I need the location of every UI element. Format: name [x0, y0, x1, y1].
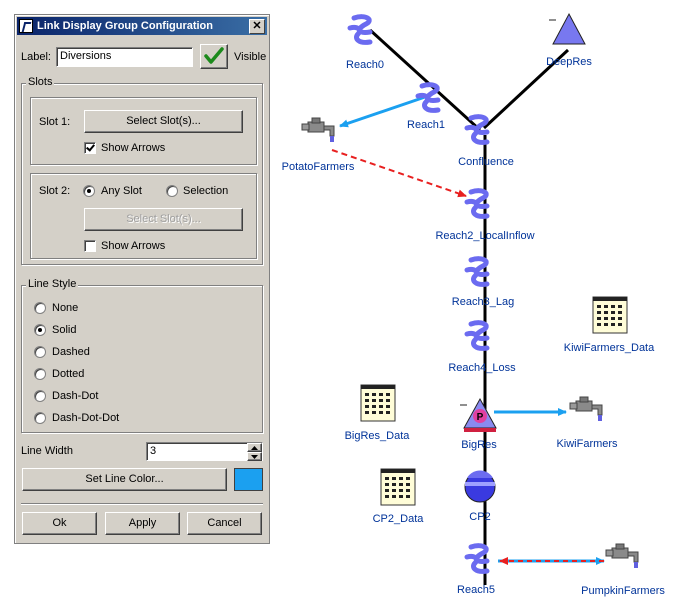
- button-separator: [21, 503, 263, 505]
- line-style-dotted-radio[interactable]: [34, 368, 46, 380]
- line-width-caption: Line Width: [21, 445, 73, 457]
- diversion-link-reach1-potatofarmers[interactable]: [339, 94, 429, 128]
- cp2-data-icon[interactable]: [380, 468, 416, 506]
- kiwifarmers-label: KiwiFarmers: [556, 438, 618, 450]
- spin-down-button[interactable]: [247, 452, 262, 461]
- line-style-none-label: None: [52, 302, 79, 314]
- kiwifarmers-faucet-icon[interactable]: [569, 396, 603, 422]
- app-icon: [19, 19, 33, 33]
- slot2-selection-radio[interactable]: [166, 185, 178, 197]
- slot2-show-arrows-checkbox[interactable]: [84, 240, 96, 252]
- network-links: [368, 28, 570, 585]
- dialog-titlebar[interactable]: Link Display Group Configuration ✕: [17, 17, 267, 35]
- bigres-data-label: BigRes_Data: [344, 430, 410, 442]
- slots-group: [21, 83, 263, 265]
- line-style-dash-dot-radio[interactable]: [34, 390, 46, 402]
- apply-button[interactable]: Apply: [105, 512, 180, 535]
- bigres-data-icon[interactable]: [360, 384, 396, 422]
- reach1-icon[interactable]: [418, 85, 438, 111]
- slot2-any-slot-label: Any Slot: [101, 185, 142, 197]
- visible-caption: Visible: [234, 51, 267, 63]
- bigres-reservoir-icon[interactable]: [460, 397, 497, 432]
- slots-group-title: Slots: [26, 76, 55, 88]
- cp2-control-point-icon[interactable]: [464, 470, 496, 503]
- line-style-group: [21, 285, 263, 433]
- bigres-badge: P: [477, 412, 484, 423]
- spin-up-button[interactable]: [247, 443, 262, 452]
- cancel-button[interactable]: Cancel: [187, 512, 262, 535]
- slot1-group: [30, 97, 257, 165]
- slot1-show-arrows-label: Show Arrows: [101, 142, 166, 154]
- slot2-caption: Slot 2:: [39, 185, 71, 197]
- reach1-label: Reach1: [407, 119, 445, 131]
- ok-button[interactable]: Ok: [22, 512, 97, 535]
- dialog-title: Link Display Group Configuration: [37, 20, 213, 32]
- bigres-label: BigRes: [461, 439, 497, 451]
- link-deepres-confluence: [482, 48, 570, 130]
- slot2-show-arrows-label: Show Arrows: [101, 240, 166, 252]
- slot1-select-button[interactable]: Select Slot(s)...: [84, 110, 243, 133]
- reach3-label: Reach3_Lag: [451, 296, 515, 308]
- line-style-dashed-radio[interactable]: [34, 346, 46, 358]
- arrow-down-icon: [251, 455, 258, 459]
- kiwifarmers-data-icon[interactable]: [592, 296, 628, 334]
- line-style-dash-dot-dot-radio[interactable]: [34, 412, 46, 424]
- pumpkinfarmers-label: PumpkinFarmers: [581, 585, 665, 597]
- cp2-label: CP2: [469, 511, 491, 523]
- set-line-color-button[interactable]: Set Line Color...: [22, 468, 227, 491]
- reach2-label: Reach2_LocalInflow: [435, 230, 535, 242]
- line-style-dash-dot-label: Dash-Dot: [52, 390, 99, 402]
- potatofarmers-faucet-icon[interactable]: [301, 117, 335, 143]
- line-style-solid-label: Solid: [52, 324, 77, 336]
- deepres-icon[interactable]: [549, 12, 586, 45]
- line-style-dashed-label: Dashed: [52, 346, 90, 358]
- slot2-selection-label: Selection: [183, 185, 229, 197]
- label-input[interactable]: Diversions: [56, 47, 193, 67]
- slot2-group: [30, 173, 257, 259]
- slot1-caption: Slot 1:: [39, 116, 71, 128]
- slot2-any-slot-radio[interactable]: [83, 185, 95, 197]
- pumpkinfarmers-faucet-icon[interactable]: [605, 543, 639, 569]
- visible-toggle-button[interactable]: [200, 44, 228, 69]
- line-style-group-title: Line Style: [26, 278, 79, 290]
- cp2-data-label: CP2_Data: [372, 513, 424, 525]
- line-width-input[interactable]: 3: [146, 442, 263, 461]
- checkmark-icon: [204, 47, 224, 64]
- line-style-dash-dot-dot-label: Dash-Dot-Dot: [52, 412, 120, 424]
- confluence-label: Confluence: [458, 156, 514, 168]
- deepres-label: DeepRes: [546, 56, 592, 68]
- return-flow-potatofarmers-reach2[interactable]: [331, 149, 467, 198]
- close-button[interactable]: ✕: [249, 19, 265, 34]
- reach0-label: Reach0: [346, 59, 384, 71]
- line-color-swatch[interactable]: [234, 468, 263, 491]
- line-style-solid-radio[interactable]: [34, 324, 46, 336]
- reach4-label: Reach4_Loss: [448, 362, 516, 374]
- arrow-up-icon: [251, 446, 258, 450]
- reach0-icon[interactable]: [350, 17, 370, 43]
- line-style-dotted-label: Dotted: [52, 368, 85, 380]
- reach5-label: Reach5: [457, 584, 495, 596]
- line-style-none-radio[interactable]: [34, 302, 46, 314]
- label-caption: Label:: [21, 51, 51, 63]
- potatofarmers-label: PotatoFarmers: [281, 161, 355, 173]
- slot1-show-arrows-checkbox[interactable]: [84, 142, 96, 154]
- link-display-group-dialog: Link Display Group Configuration ✕ Label…: [14, 14, 270, 544]
- kiwifarmers-data-label: KiwiFarmers_Data: [563, 342, 655, 354]
- link-reach0-confluence: [368, 28, 482, 132]
- slot2-select-button[interactable]: Select Slot(s)...: [84, 208, 243, 231]
